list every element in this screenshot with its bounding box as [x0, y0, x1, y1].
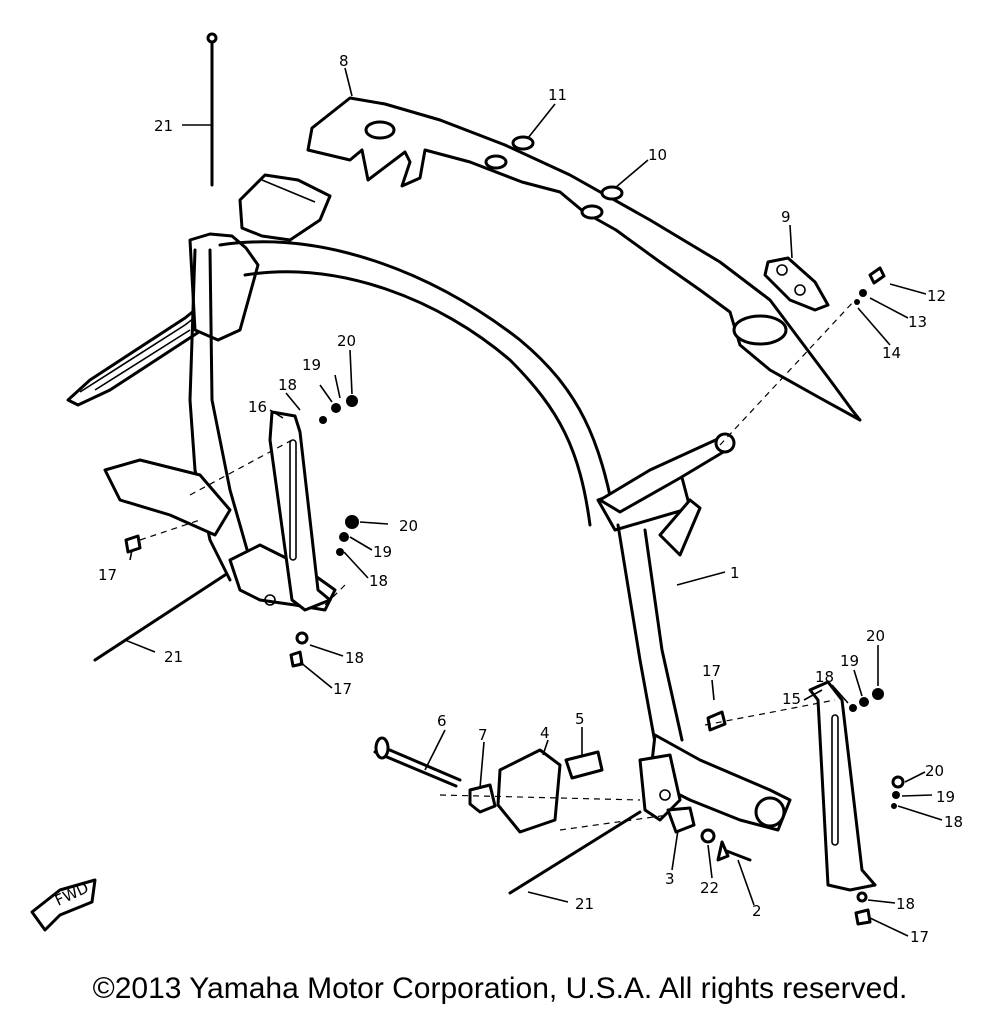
screw-washer-part [854, 266, 886, 305]
left-side-plate-part [268, 410, 332, 612]
callout-20-right: 20 [866, 627, 885, 645]
callout-17-left: 17 [98, 566, 117, 584]
bolt-washer-part [666, 806, 752, 862]
callout-18-bottom-right: 18 [896, 895, 915, 913]
forward-direction-marker: FWD [30, 878, 97, 932]
callout-17-bottom-right: 17 [910, 928, 929, 946]
callout-labels: 1 2 3 4 5 6 7 8 9 10 11 12 13 14 15 16 1… [98, 52, 963, 946]
callout-12: 12 [927, 287, 946, 305]
callout-4: 4 [540, 724, 550, 742]
rod-part [93, 32, 642, 895]
callout-16: 16 [248, 398, 267, 416]
callout-22: 22 [700, 879, 719, 897]
callout-17-lower-left: 17 [333, 680, 352, 698]
callout-6: 6 [437, 712, 447, 730]
callout-3: 3 [665, 870, 675, 888]
leader-lines [124, 67, 943, 937]
callout-5: 5 [575, 710, 585, 728]
callout-9: 9 [781, 208, 791, 226]
fastener-part [124, 395, 905, 926]
callout-19-mid-right: 19 [936, 788, 955, 806]
callout-18-top-left: 18 [278, 376, 297, 394]
bracket-plate-part [763, 256, 830, 312]
callout-20-mid-right: 20 [925, 762, 944, 780]
callout-18-mid-right: 18 [944, 813, 963, 831]
callout-14: 14 [882, 344, 901, 362]
callout-11: 11 [548, 86, 567, 104]
callout-21-left: 21 [164, 648, 183, 666]
callout-18-mid-left: 18 [369, 572, 388, 590]
callout-18-lower-left: 18 [345, 649, 364, 667]
callout-20-mid-left: 20 [399, 517, 418, 535]
callout-2: 2 [752, 902, 762, 920]
callout-21-bottom: 21 [575, 895, 594, 913]
callout-10: 10 [648, 146, 667, 164]
assembly-guide-lines [139, 299, 856, 831]
callout-1: 1 [730, 564, 740, 582]
callout-20-top-left: 20 [337, 332, 356, 350]
copyright-notice: ©2013 Yamaha Motor Corporation, U.S.A. A… [92, 972, 908, 1005]
cover-plate-part [306, 96, 862, 422]
callout-19-top-left: 19 [302, 356, 321, 374]
callout-17-center: 17 [702, 662, 721, 680]
right-side-plate-part [808, 680, 877, 892]
callout-19-mid-left: 19 [373, 543, 392, 561]
callout-7: 7 [478, 726, 488, 744]
callout-19-right: 19 [840, 652, 859, 670]
parts-diagram: FWD [30, 32, 963, 946]
callout-13: 13 [908, 313, 927, 331]
callout-21-top: 21 [154, 117, 173, 135]
grommet-part [511, 135, 624, 201]
callout-15: 15 [782, 690, 801, 708]
clamp-assembly-part [373, 736, 604, 834]
callout-8: 8 [339, 52, 349, 70]
callout-18-right: 18 [815, 668, 834, 686]
